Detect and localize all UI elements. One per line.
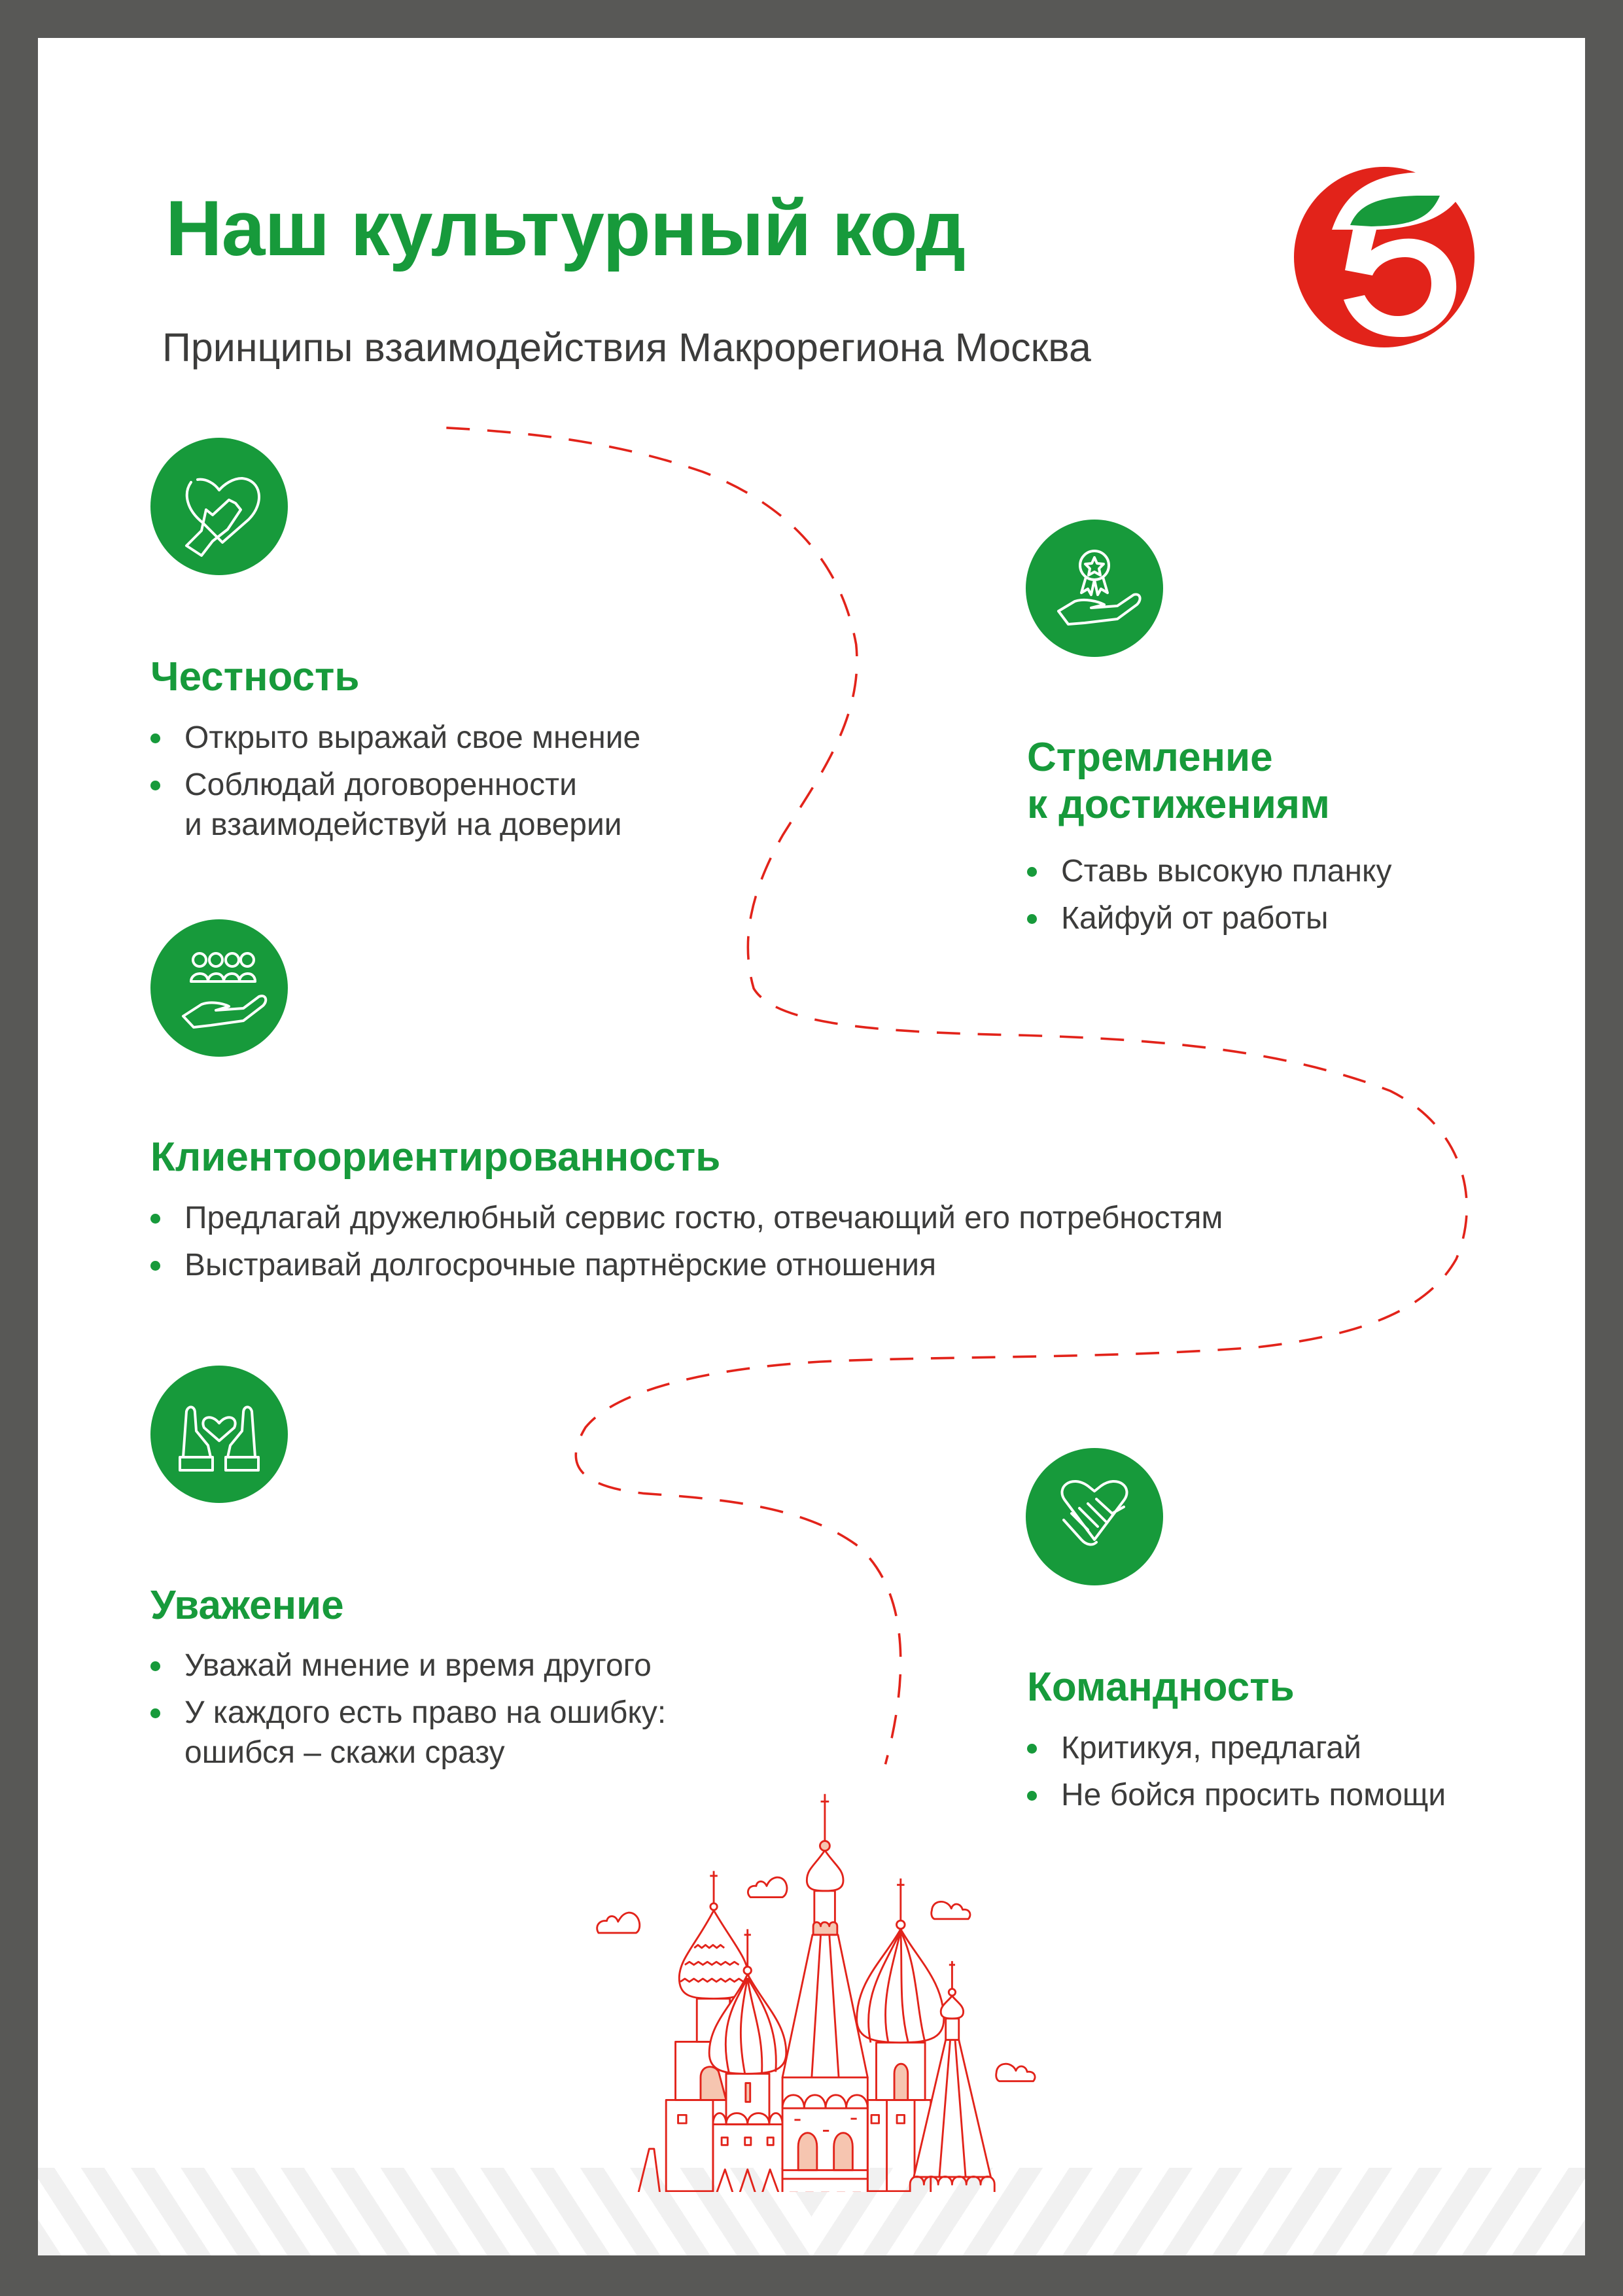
pyaterochka-logo <box>1294 167 1475 347</box>
bullet-item: Критикуя, предлагай <box>1027 1728 1446 1768</box>
bullet-dot <box>150 1661 160 1671</box>
hands-with-heart-icon <box>150 1366 288 1503</box>
bullet-dot <box>150 781 160 790</box>
bullet-dot <box>150 1708 160 1718</box>
principle-bullets: Уважай мнение и время другого У каждого … <box>150 1646 666 1780</box>
bullet-item: Выстраивай долгосрочные партнёрские отно… <box>150 1245 1223 1285</box>
people-in-hand-icon <box>150 919 288 1057</box>
bullet-dot <box>1027 1791 1037 1801</box>
principle-bullets: Открыто выражай свое мнение Соблюдай дог… <box>150 718 640 852</box>
principle-bullets: Критикуя, предлагай Не бойся просить пом… <box>1027 1728 1446 1822</box>
bullet-item: Соблюдай договоренности и взаимодействуй… <box>150 765 640 845</box>
bullet-item: Ставь высокую планку <box>1027 851 1392 891</box>
bullet-item: Предлагай дружелюбный сервис гостю, отве… <box>150 1198 1223 1238</box>
bullet-dot <box>150 1261 160 1271</box>
bullet-item: Уважай мнение и время другого <box>150 1646 666 1686</box>
page-subtitle: Принципы взаимодействия Макрорегиона Мос… <box>162 325 1091 370</box>
bullet-item: Открыто выражай свое мнение <box>150 718 640 758</box>
award-in-hand-icon <box>1026 520 1163 657</box>
bullet-item: У каждого есть право на ошибку: ошибся –… <box>150 1693 666 1773</box>
principle-bullets: Предлагай дружелюбный сервис гостю, отве… <box>150 1198 1223 1292</box>
bullet-dot <box>1027 914 1037 924</box>
principle-heading: Командность <box>1027 1665 1295 1710</box>
bullet-item: Кайфуй от работы <box>1027 898 1392 938</box>
bullet-dot <box>1027 867 1037 877</box>
principle-heading: Стремление к достижениям <box>1027 735 1330 827</box>
principle-heading: Клиентоориентированность <box>150 1135 721 1180</box>
bullet-item: Не бойся просить помощи <box>1027 1775 1446 1815</box>
handshake-heart-icon <box>1026 1448 1163 1585</box>
bullet-dot <box>1027 1744 1037 1754</box>
bullet-dot <box>150 733 160 743</box>
bullet-dot <box>150 1214 160 1224</box>
page-title: Наш культурный код <box>166 185 966 272</box>
principle-heading: Честность <box>150 654 360 699</box>
principle-heading: Уважение <box>150 1583 344 1628</box>
poster: Наш культурный код Принципы взаимодейств… <box>38 38 1585 2255</box>
principle-bullets: Ставь высокую планку Кайфуй от работы <box>1027 851 1392 945</box>
hand-on-heart-icon <box>150 438 288 575</box>
st-basils-cathedral-illustration <box>596 1793 1036 2192</box>
